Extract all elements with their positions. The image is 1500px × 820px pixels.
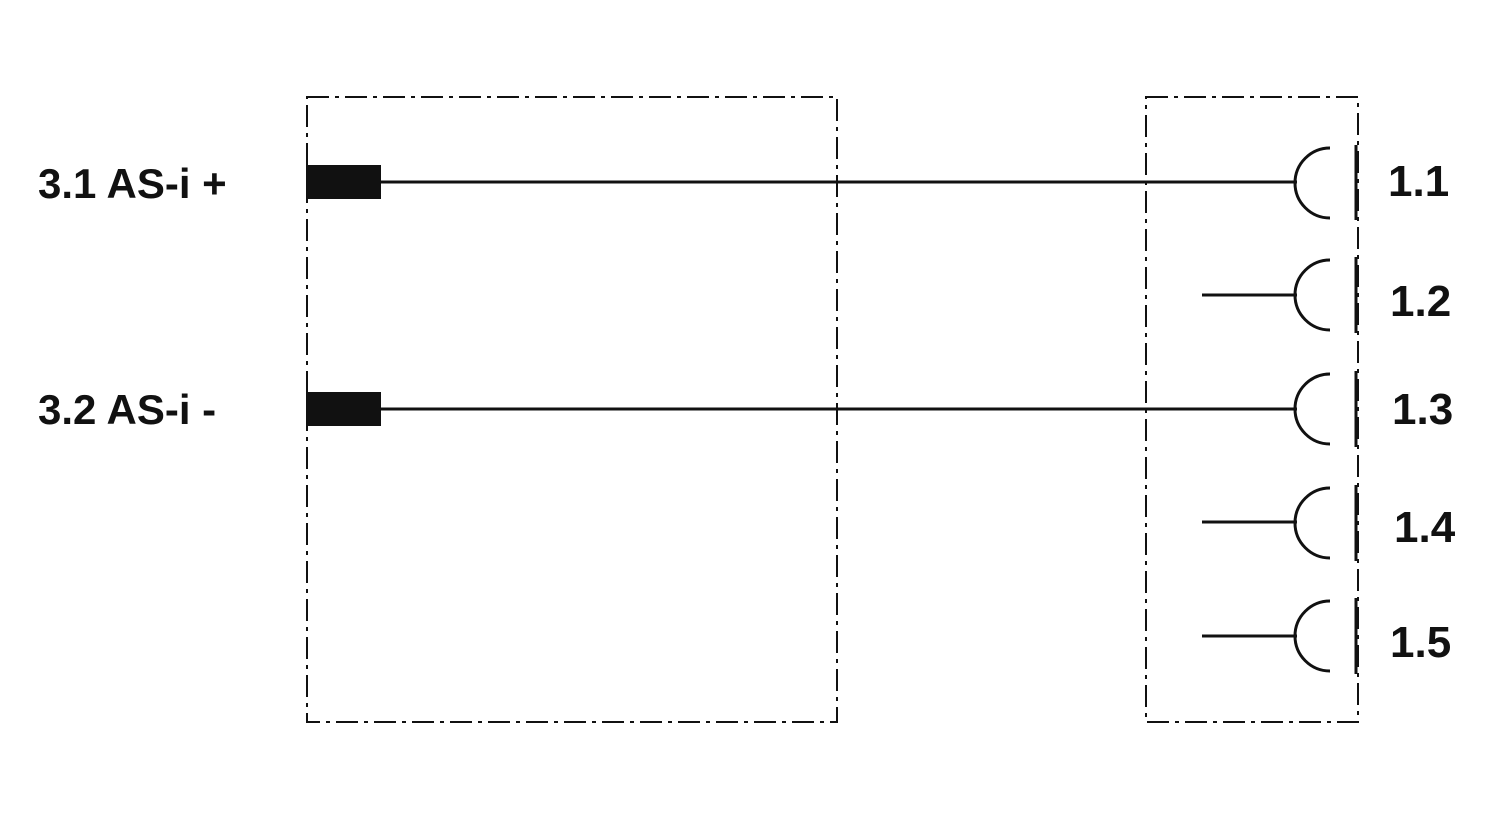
socket-pin-1-1: [1293, 145, 1358, 220]
pin-label-1-5: 1.5: [1390, 618, 1451, 667]
terminal-label-3-1: 3.1 AS-i +: [38, 160, 227, 207]
plug-terminal-3-2: [306, 392, 381, 426]
pin-label-1-2: 1.2: [1390, 277, 1451, 326]
pin-label-1-3: 1.3: [1392, 385, 1453, 434]
pin-label-1-1: 1.1: [1388, 157, 1449, 206]
socket-pin-1-5: [1293, 598, 1358, 674]
plug-terminal-3-1: [306, 165, 381, 199]
socket-pin-1-4: [1293, 485, 1358, 561]
socket-pin-1-2: [1293, 257, 1358, 333]
terminal-label-3-2: 3.2 AS-i -: [38, 386, 216, 433]
pin-label-1-4: 1.4: [1394, 503, 1456, 552]
socket-pin-1-3: [1293, 371, 1358, 447]
